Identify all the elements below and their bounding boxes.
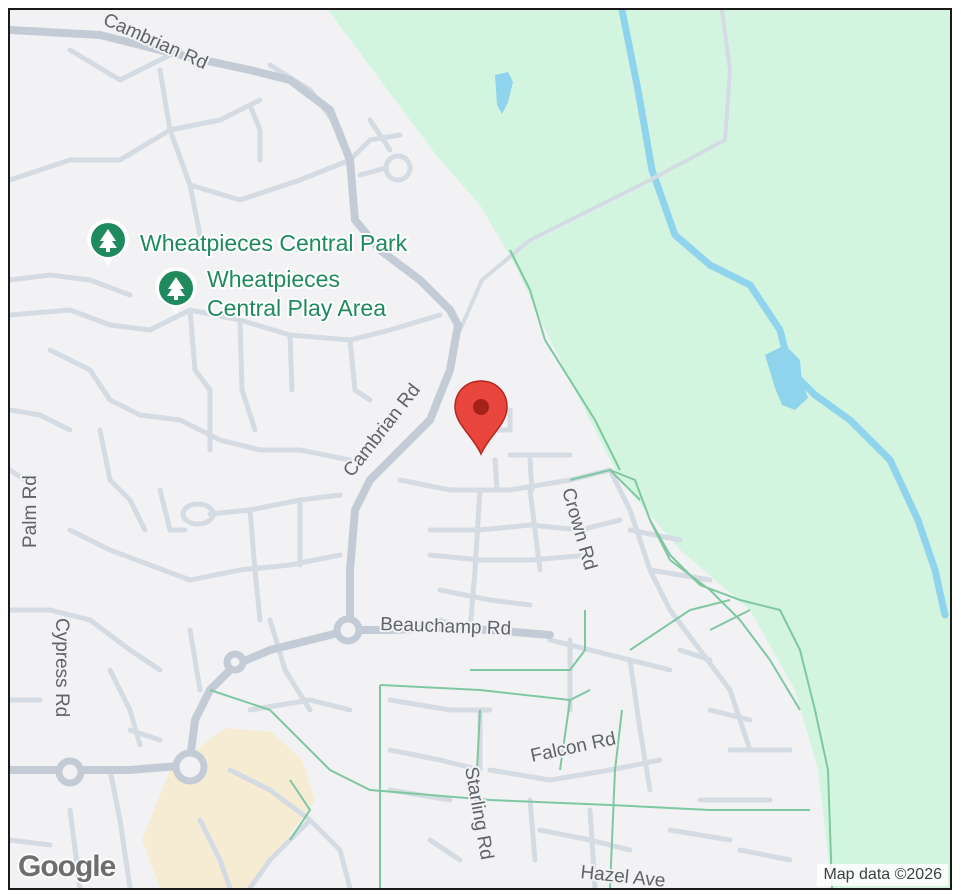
small-pond	[495, 72, 513, 114]
road-label-beauchamp: Beauchamp Rd	[380, 614, 512, 640]
road-label-palm: Palm Rd	[20, 475, 41, 548]
poi-label-line-2: Central Play Area	[207, 295, 386, 321]
poi-wheatpieces-central-play-area[interactable]: Wheatpieces Central Play Area	[155, 264, 388, 323]
poi-label-line-1: Wheatpieces	[207, 266, 340, 292]
park-paths	[458, 10, 733, 332]
map-attribution[interactable]: Map data ©2026	[817, 864, 948, 886]
major-roads	[10, 26, 554, 774]
roundabouts	[55, 615, 363, 787]
minor-roads	[10, 47, 793, 888]
map-view[interactable]: Cambrian Rd Cambrian Rd Palm Rd Cypress …	[8, 8, 952, 890]
map-canvas[interactable]: Cambrian Rd Cambrian Rd Palm Rd Cypress …	[10, 10, 950, 888]
park-tree-icon	[155, 267, 197, 314]
park-area	[328, 10, 950, 888]
poi-label: Wheatpieces Central Park	[140, 230, 408, 256]
pond	[765, 345, 808, 410]
poi-wheatpieces-central-park[interactable]: Wheatpieces Central Park	[87, 219, 410, 266]
location-pin-icon[interactable]	[454, 380, 508, 456]
google-logo: Google	[18, 850, 116, 883]
footpaths	[209, 249, 833, 888]
road-label-cypress: Cypress Rd	[51, 618, 72, 717]
park-tree-icon	[87, 219, 129, 266]
